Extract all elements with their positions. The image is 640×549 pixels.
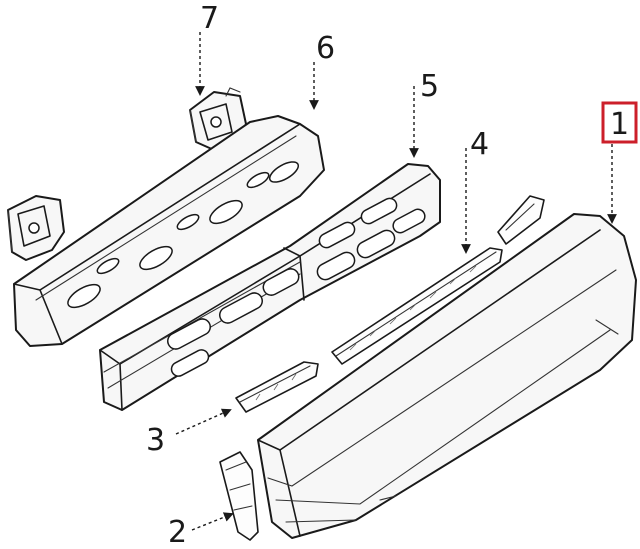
callout-3: 3 <box>146 423 165 458</box>
part-7-bracket-lower[interactable] <box>7 195 65 261</box>
part-6-energy-absorber[interactable] <box>13 115 325 347</box>
part-5-reinforcement[interactable] <box>99 163 441 411</box>
callout-2: 2 <box>168 515 187 549</box>
callout-1[interactable]: 1 <box>610 107 629 142</box>
part-4-molding-strip[interactable] <box>331 247 503 365</box>
part-3-small-molding[interactable] <box>235 361 319 413</box>
callout-4: 4 <box>470 127 489 162</box>
callout-5: 5 <box>420 69 439 104</box>
part-2-side-bracket[interactable] <box>219 451 259 541</box>
callout-6: 6 <box>316 31 335 66</box>
callout-1-highlight-box <box>601 101 638 144</box>
callout-7: 7 <box>200 1 219 36</box>
part-4-side-piece[interactable] <box>497 195 545 245</box>
leader-2 <box>191 512 234 531</box>
leader-3 <box>175 408 232 435</box>
part-1-bumper-cover[interactable] <box>257 213 637 539</box>
